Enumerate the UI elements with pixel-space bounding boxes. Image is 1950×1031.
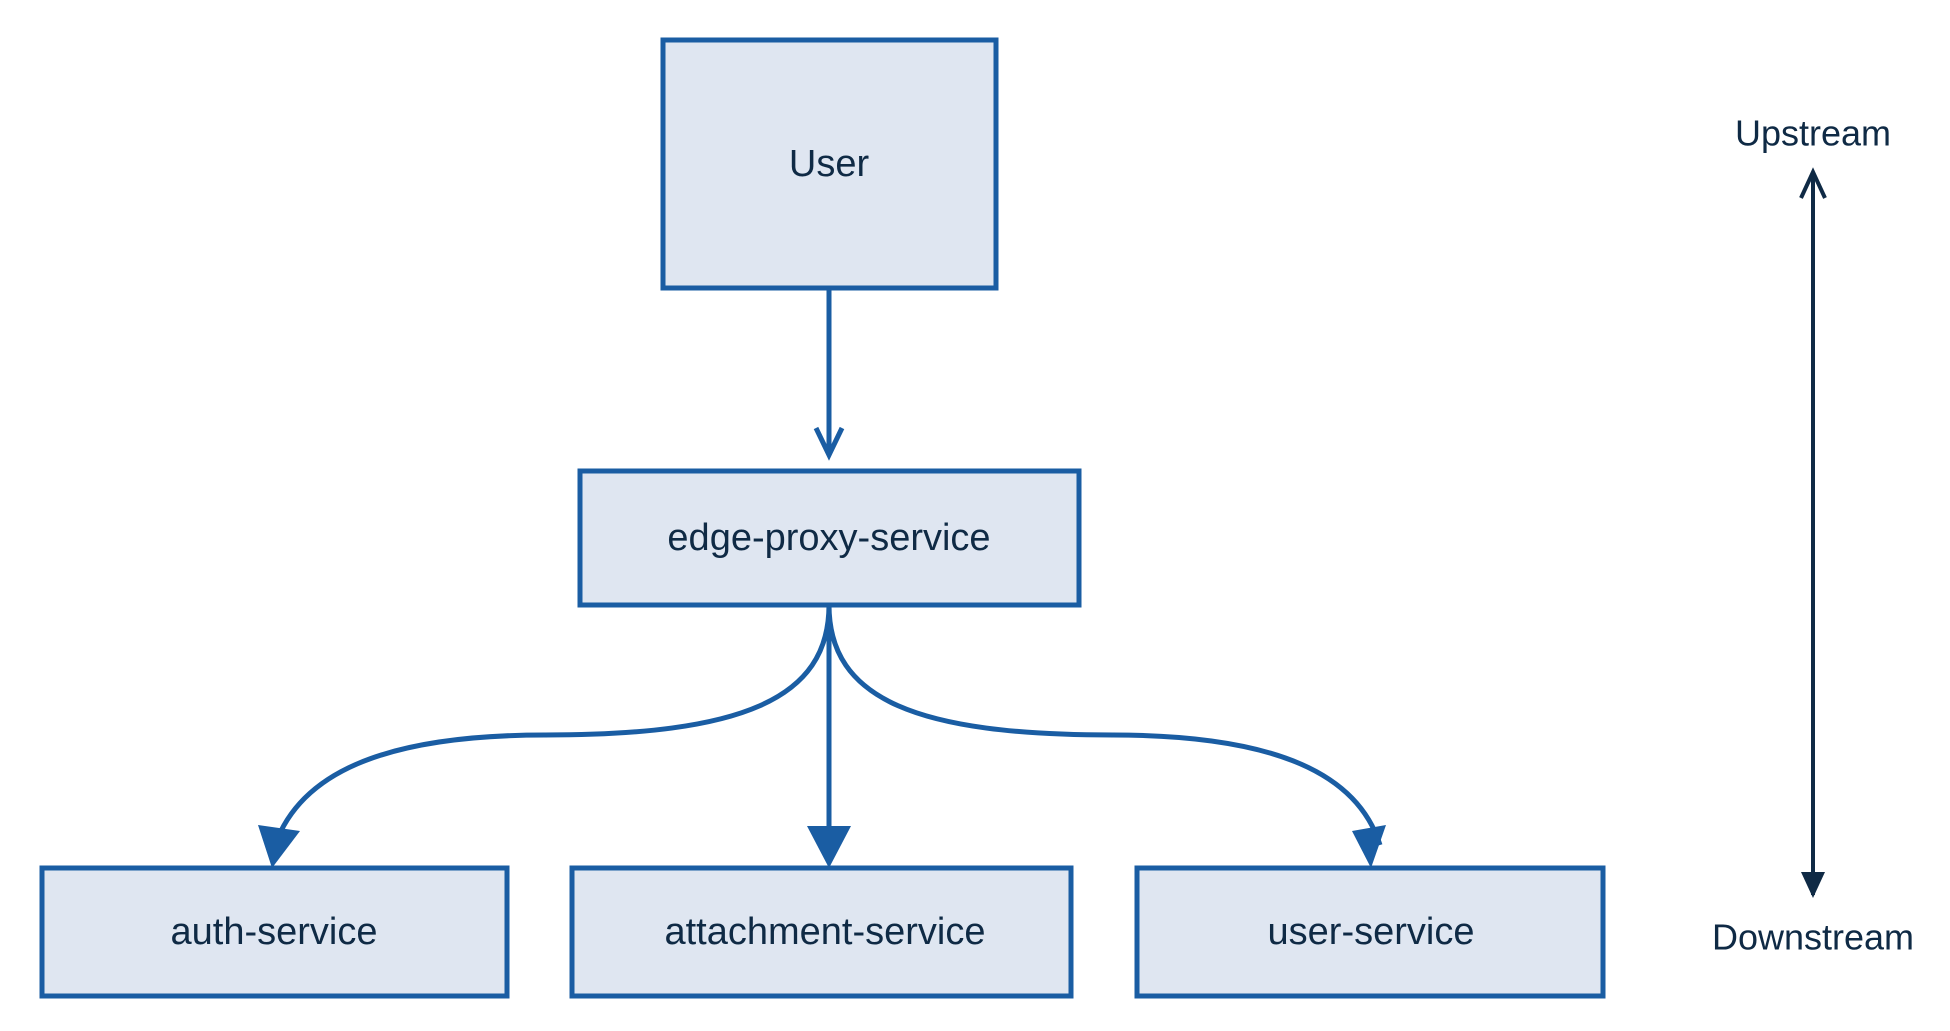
node-user-box bbox=[660, 37, 999, 291]
arrowhead-auth bbox=[258, 825, 300, 868]
edge-edge-proxy-to-auth bbox=[272, 604, 832, 846]
arrowhead-attachment bbox=[807, 826, 851, 868]
node-attachment-service-label: attachment-service bbox=[664, 911, 985, 953]
direction-legend: Upstream Downstream bbox=[1712, 113, 1914, 958]
node-user-label: User bbox=[789, 143, 870, 185]
edges bbox=[258, 278, 1386, 868]
node-edge-proxy-service: edge-proxy-service bbox=[577, 468, 1082, 608]
node-user-service-label: user-service bbox=[1268, 911, 1475, 953]
arrowhead-open-edge-proxy bbox=[813, 426, 845, 461]
node-edge-proxy-service-label: edge-proxy-service bbox=[667, 517, 990, 559]
node-auth-service-label: auth-service bbox=[171, 911, 378, 953]
legend-up-arrow-icon bbox=[1799, 167, 1827, 199]
node-user-service: user-service bbox=[1134, 865, 1606, 999]
legend-down-arrow-icon bbox=[1801, 872, 1825, 898]
node-auth-service: auth-service bbox=[39, 865, 510, 999]
edge-edge-proxy-to-user-service bbox=[826, 604, 1383, 846]
legend-upstream-label: Upstream bbox=[1735, 113, 1891, 154]
node-attachment-service-box bbox=[569, 865, 1074, 999]
node-edge-proxy-service-box bbox=[577, 468, 1082, 608]
node-user-service-box bbox=[1134, 865, 1606, 999]
legend-downstream-label: Downstream bbox=[1712, 917, 1914, 958]
arrowhead-user-service bbox=[1352, 825, 1386, 868]
node-auth-service-box bbox=[39, 865, 510, 999]
node-attachment-service: attachment-service bbox=[569, 865, 1074, 999]
node-user: User bbox=[660, 37, 999, 291]
